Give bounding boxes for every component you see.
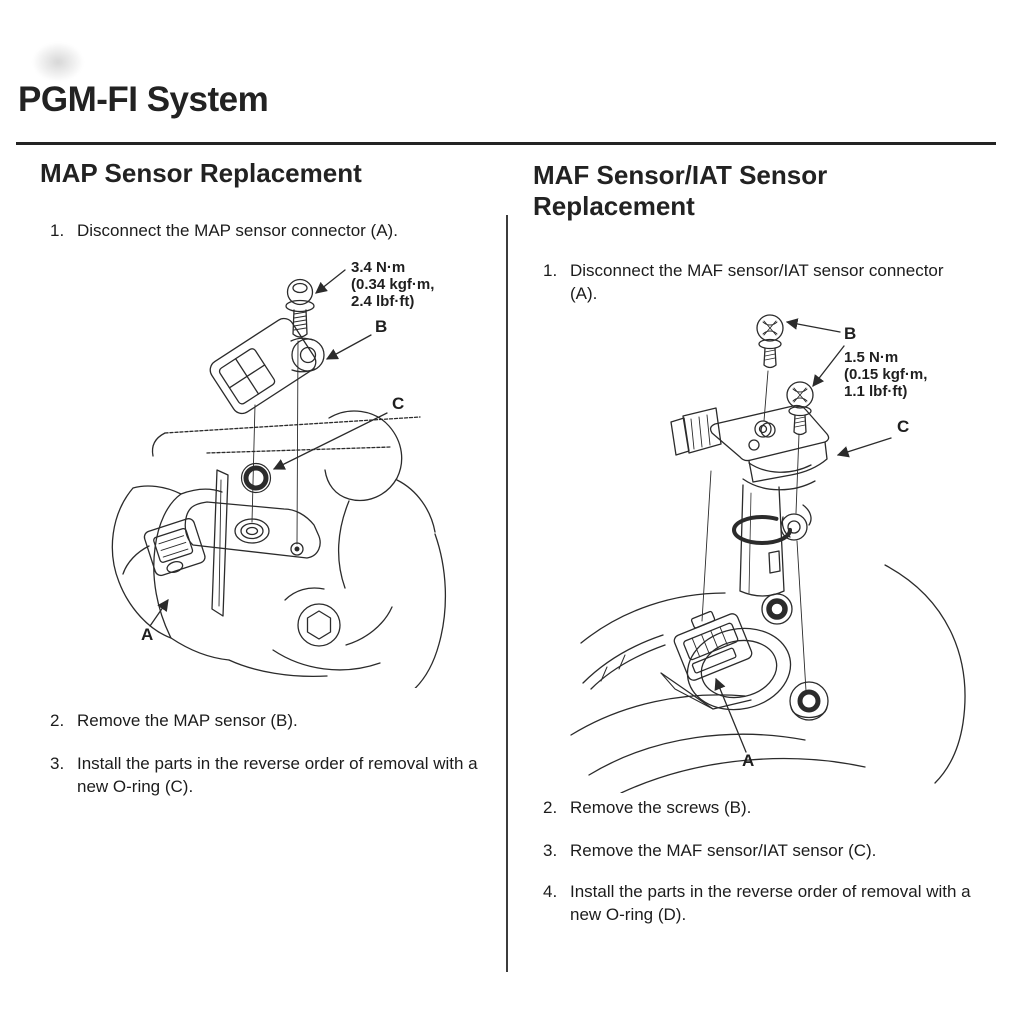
svg-text:A: A bbox=[742, 751, 754, 770]
air-cleaner-housing-drawing bbox=[570, 564, 966, 793]
svg-text:1.5 N·m: 1.5 N·m bbox=[844, 349, 898, 366]
leader-arrow bbox=[785, 318, 841, 333]
connector-a-drawing bbox=[122, 518, 206, 577]
leader-arrow bbox=[149, 599, 169, 627]
torque-spec-label: 3.4 N·m (0.34 kgf·m, 2.4 lbf·ft) bbox=[315, 259, 434, 310]
leader-arrow bbox=[836, 437, 892, 458]
step-text: Disconnect the MAF sensor/IAT sensor con… bbox=[570, 261, 944, 303]
step-text: Disconnect the MAP sensor connector (A). bbox=[77, 221, 398, 240]
callout-a: A bbox=[714, 677, 754, 770]
callout-a: A bbox=[141, 599, 169, 644]
o-ring-drawing bbox=[240, 462, 272, 494]
leader-arrow bbox=[714, 677, 747, 753]
screw-icon bbox=[786, 381, 814, 436]
svg-text:1.1 lbf·ft): 1.1 lbf·ft) bbox=[844, 383, 907, 400]
svg-text:C: C bbox=[897, 417, 909, 436]
svg-text:B: B bbox=[375, 317, 387, 336]
map-step-2: 2. Remove the MAP sensor (B). bbox=[50, 710, 484, 733]
step-number: 1. bbox=[543, 261, 558, 280]
leader-arrow bbox=[812, 345, 845, 387]
step-text: Remove the MAF sensor/IAT sensor (C). bbox=[570, 841, 877, 860]
torque-spec-label: 1.5 N·m (0.15 kgf·m, 1.1 lbf·ft) bbox=[844, 349, 927, 400]
step-number: 1. bbox=[50, 221, 65, 240]
step-text: Install the parts in the reverse order o… bbox=[570, 882, 971, 924]
maf-step-4: 4. Install the parts in the reverse orde… bbox=[543, 881, 977, 927]
callout-b: B bbox=[785, 318, 856, 387]
maf-step-1: 1. Disconnect the MAF sensor/IAT sensor … bbox=[543, 260, 972, 306]
alignment-guide-lines bbox=[251, 340, 299, 545]
step-number: 3. bbox=[543, 841, 558, 860]
map-sensor-diagram: 3.4 N·m (0.34 kgf·m, 2.4 lbf·ft) bbox=[111, 259, 447, 688]
callout-b: B bbox=[325, 317, 387, 360]
step-number: 4. bbox=[543, 882, 558, 901]
step-text: Install the parts in the reverse order o… bbox=[77, 754, 478, 796]
map-step-3: 3. Install the parts in the reverse orde… bbox=[50, 753, 484, 799]
step-number: 2. bbox=[543, 798, 558, 817]
smudge-mark bbox=[32, 42, 84, 82]
map-step-1: 1. Disconnect the MAP sensor connector (… bbox=[50, 220, 484, 243]
maf-sensor-drawing bbox=[670, 404, 830, 597]
svg-text:(0.15 kgf·m,: (0.15 kgf·m, bbox=[844, 366, 927, 383]
page-title: PGM-FI System bbox=[18, 80, 269, 119]
leader-arrow bbox=[325, 334, 372, 360]
leader-arrow bbox=[272, 412, 388, 470]
svg-text:(0.34 kgf·m,: (0.34 kgf·m, bbox=[351, 276, 434, 293]
callout-c: C bbox=[272, 394, 404, 470]
step-text: Remove the screws (B). bbox=[570, 798, 752, 817]
step-text: Remove the MAP sensor (B). bbox=[77, 711, 298, 730]
map-sensor-drawing bbox=[209, 317, 325, 415]
callout-c: C bbox=[836, 417, 909, 458]
svg-text:2.4 lbf·ft): 2.4 lbf·ft) bbox=[351, 293, 414, 310]
maf-section-heading: MAF Sensor/IAT Sensor Replacement bbox=[533, 160, 828, 222]
maf-step-2: 2. Remove the screws (B). bbox=[543, 797, 983, 820]
svg-text:C: C bbox=[392, 394, 404, 413]
engine-casting-drawing bbox=[111, 410, 447, 688]
maf-step-3: 3. Remove the MAF sensor/IAT sensor (C). bbox=[543, 840, 983, 863]
step-number: 3. bbox=[50, 754, 65, 773]
title-rule bbox=[16, 142, 996, 145]
leader-arrow bbox=[315, 269, 346, 294]
column-divider bbox=[506, 215, 508, 972]
svg-text:B: B bbox=[844, 324, 856, 343]
svg-text:3.4 N·m: 3.4 N·m bbox=[351, 259, 405, 276]
svg-text:A: A bbox=[141, 625, 153, 644]
screw-icon bbox=[756, 314, 784, 369]
connector-a-drawing bbox=[582, 610, 753, 690]
maf-sensor-diagram: B 1.5 N·m (0.15 kgf·m, 1.1 lbf·ft) C bbox=[570, 314, 966, 793]
bolt-icon bbox=[285, 278, 315, 338]
map-section-heading: MAP Sensor Replacement bbox=[40, 158, 362, 188]
step-number: 2. bbox=[50, 711, 65, 730]
